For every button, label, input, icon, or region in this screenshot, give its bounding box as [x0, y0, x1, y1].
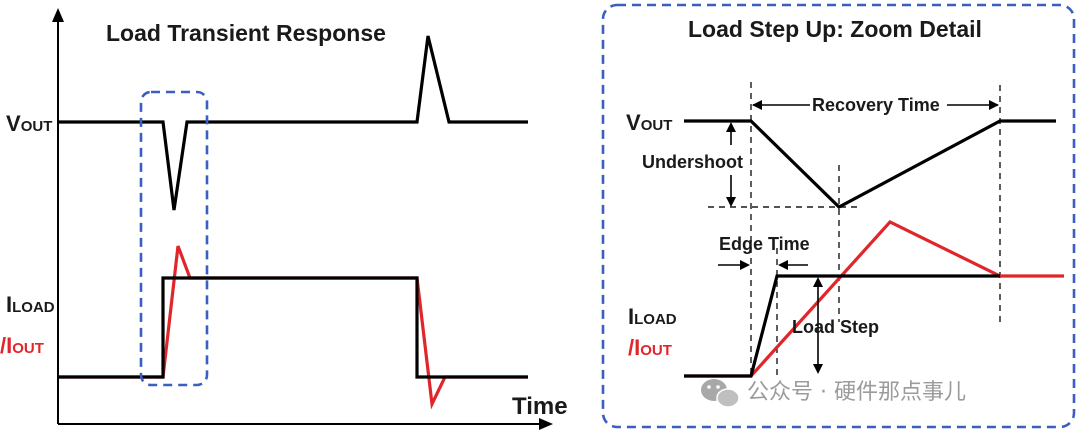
recovery-arrowhead-left	[752, 100, 762, 110]
edge-arrowhead-left	[740, 260, 750, 270]
wechat-icon	[701, 379, 740, 408]
watermark-text: 公众号 · 硬件那点事儿	[747, 380, 966, 405]
recovery-arrowhead-right	[989, 100, 999, 110]
right-title: Load Step Up: Zoom Detail	[688, 16, 982, 42]
x-axis-arrow	[539, 418, 553, 430]
undershoot-arrowhead-bottom	[726, 197, 736, 207]
recovery-time-label: Recovery Time	[812, 95, 940, 115]
load-step-label: Load Step	[792, 317, 879, 337]
right-vout-label: VOUT	[626, 110, 672, 135]
undershoot-label: Undershoot	[642, 152, 743, 172]
right-vout-waveform	[684, 119, 1056, 209]
left-panel: Load Transient Response VOUT ILOAD /IOUT…	[0, 8, 568, 430]
left-iload-waveform	[58, 276, 528, 379]
undershoot-arrowhead-top	[726, 122, 736, 132]
right-iout-label: /IOUT	[628, 335, 672, 360]
zoom-highlight-box	[139, 90, 209, 387]
left-vout-label: VOUT	[6, 111, 52, 136]
zoom-detail-frame	[601, 3, 1076, 429]
right-iload-label: ILOAD	[628, 304, 677, 329]
right-iload-waveform	[684, 274, 1000, 378]
left-iout-label: /IOUT	[0, 333, 44, 358]
left-title: Load Transient Response	[106, 20, 386, 46]
left-iload-label: ILOAD	[6, 292, 55, 317]
edge-arrowhead-right	[778, 260, 788, 270]
edge-time-label: Edge Time	[719, 234, 810, 254]
right-panel: Load Step Up: Zoom Detail VOUT Recovery …	[601, 3, 1076, 429]
time-axis-label: Time	[512, 393, 568, 420]
load-step-arrowhead-bottom	[813, 364, 823, 374]
left-vout-waveform	[58, 35, 528, 211]
load-step-arrowhead-top	[813, 277, 823, 287]
watermark: 公众号 · 硬件那点事儿	[701, 379, 966, 408]
left-iout-waveform	[58, 245, 528, 410]
y-axis-arrow	[52, 8, 64, 22]
